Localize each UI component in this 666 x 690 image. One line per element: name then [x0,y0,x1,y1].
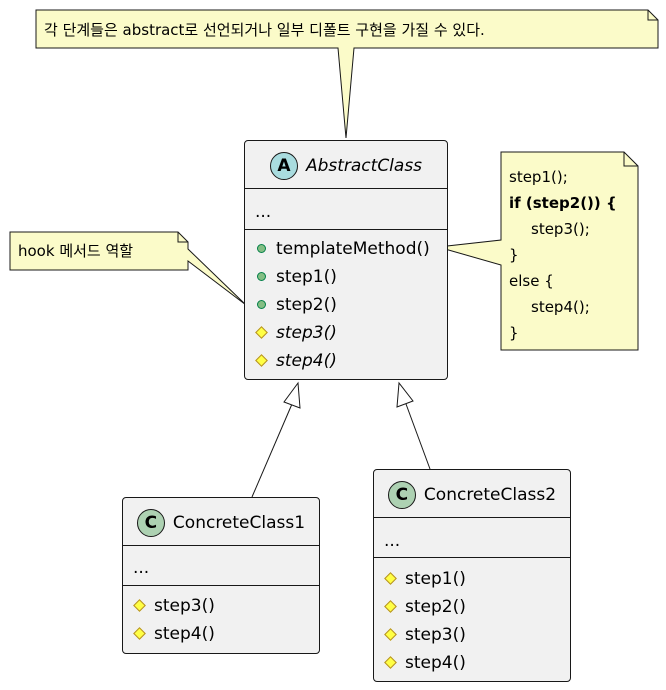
concrete-class1-box[interactable]: C ConcreteClass1 ... step3() step4() [122,497,320,654]
method-row: step4() [245,348,447,374]
inheritance-arrowhead-concrete1 [283,381,301,409]
concrete-class1-name: ConcreteClass1 [172,513,306,533]
method-row: step2() [374,594,570,620]
inheritance-arrowhead-concrete2 [396,381,414,408]
method-name: step1() [276,267,337,287]
hook-note-text: hook 메서드 역할 [18,242,134,260]
concrete-class1-header: C ConcreteClass1 [123,506,319,540]
concrete-badge-icon: C [387,481,416,509]
top-note-fold [647,10,658,21]
method-row: templateMethod() [245,236,447,262]
code-line-4: } [509,246,519,264]
protected-method-icon [254,353,270,369]
abstract-header-divider [245,188,447,189]
concrete-class2-box[interactable]: C ConcreteClass2 ... step1() step2() ste… [373,469,571,682]
concrete2-fields-divider [374,557,570,558]
method-name: step1() [405,569,466,589]
method-name: step4() [276,351,337,371]
top-note-text: 각 단계들은 abstract로 선언되거나 일부 디폴트 구현을 가질 수 있… [44,21,485,39]
top-note-shape [35,9,659,139]
concrete2-fields: ... [374,528,570,554]
method-row: step2() [245,292,447,318]
code-note-shape [437,151,639,351]
protected-method-icon [132,598,148,614]
method-name: step3() [405,625,466,645]
method-name: step4() [154,624,215,644]
method-row: step1() [245,264,447,290]
concrete2-header-divider [374,517,570,518]
code-line-3: step3(); [531,220,590,238]
concrete-class2-name: ConcreteClass2 [423,485,557,505]
concrete1-fields-text: ... [133,558,150,578]
protected-method-icon [132,626,148,642]
method-row: step3() [123,593,319,619]
method-name: step3() [276,323,337,343]
protected-method-icon [383,655,399,671]
method-name: step3() [154,596,215,616]
method-row: step3() [245,320,447,346]
concrete-class2-header: C ConcreteClass2 [374,478,570,512]
code-line-7: } [509,324,519,342]
public-method-icon [254,269,270,285]
concrete2-fields-text: ... [384,531,401,551]
method-name: templateMethod() [276,239,430,259]
public-method-icon [254,297,270,313]
code-line-6: step4(); [531,298,590,316]
code-note-fold [623,152,638,167]
protected-method-icon [383,599,399,615]
hook-note-fold [177,232,188,243]
concrete1-fields: ... [123,555,319,581]
inheritance-line-concrete1 [251,403,293,498]
abstract-badge-icon: A [269,152,298,180]
concrete1-header-divider [123,545,319,546]
code-line-5: else { [509,272,554,290]
abstract-fields: ... [245,199,447,225]
code-line-1: step1(); [509,168,568,186]
method-row: step3() [374,622,570,648]
method-name: step2() [276,295,337,315]
method-name: step4() [405,653,466,673]
inheritance-line-concrete2 [405,403,431,470]
abstract-fields-text: ... [255,202,272,222]
protected-method-icon [254,325,270,341]
method-name: step2() [405,597,466,617]
method-row: step4() [374,650,570,676]
method-row: step1() [374,566,570,592]
abstract-class-name: AbstractClass [305,156,423,176]
public-method-icon [254,241,270,257]
protected-method-icon [383,627,399,643]
abstract-class-header: A AbstractClass [245,149,447,183]
concrete1-fields-divider [123,585,319,586]
abstract-class-box[interactable]: A AbstractClass ... templateMethod() ste… [244,140,448,380]
method-row: step4() [123,621,319,647]
concrete-badge-icon: C [136,509,165,537]
abstract-fields-divider [245,229,447,230]
code-line-2: if (step2()) { [509,194,617,212]
protected-method-icon [383,571,399,587]
